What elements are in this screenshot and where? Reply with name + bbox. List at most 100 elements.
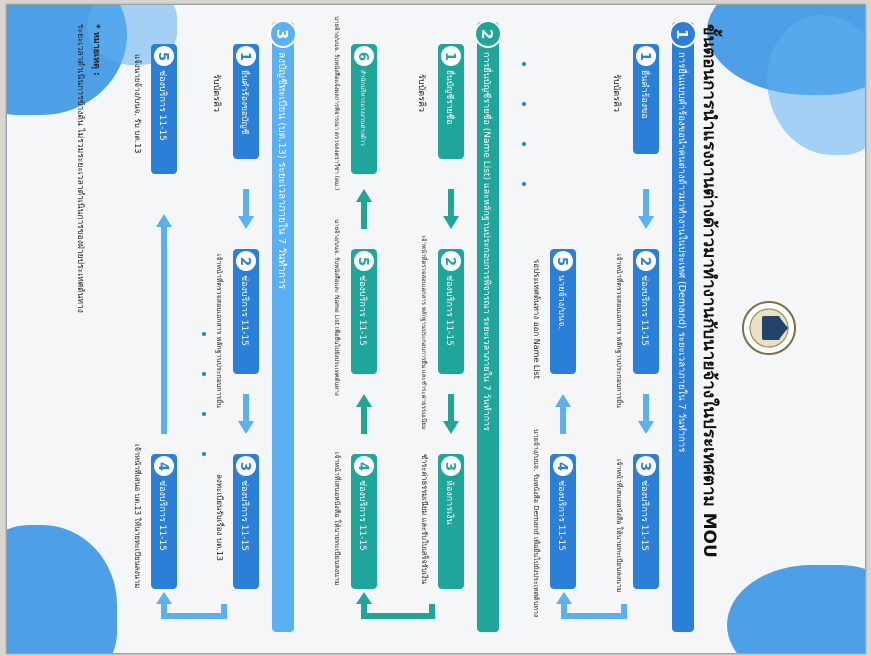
s3-step-1-num: 1 [237, 52, 252, 61]
section-3: 3 ลงบัญชีทะเบียน (บต.13) ระยะเวลาภายใน 7… [133, 20, 297, 632]
s1-step-2-label: ช่องบริการ 11-15 [639, 275, 650, 346]
s2-step-6-label: สำนักบริหารแรงงานต่างด้าว [359, 70, 367, 146]
s3-step-4-label: ช่องบริการ 11-15 [157, 480, 168, 551]
s3-step-3-sub: ลงทะเบียนรับเรื่อง บต.13 [215, 474, 226, 561]
s2-uturn-arrow-head [356, 592, 372, 604]
s2-step-1-sub: รับบัตรคิว [416, 74, 427, 112]
section-2: 2 การยื่นบัญชีรายชื่อ (Name List) และหลั… [333, 16, 502, 632]
s2-step-5-label: ช่องบริการ 11-15 [357, 275, 368, 346]
section-2-number: 2 [478, 29, 496, 39]
s1-step-4: 4 ช่องบริการ 11-15 นายจ้าง/บนจ. รับหนังส… [532, 429, 576, 617]
s1-step-3-label: ช่องบริการ 11-15 [639, 480, 650, 551]
section-1: 1 การยื่นแบบคำร้องขอนำคนต่างด้าวมาทำงานใ… [522, 20, 697, 632]
s1-step-4-label: ช่องบริการ 11-15 [556, 480, 567, 551]
s2-step-5-num: 5 [355, 257, 370, 266]
s2-step-5-sub: นายจ้าง/บนจ. รับหนังสือและ Name List เพื… [333, 219, 341, 396]
s3-step-4-num: 4 [155, 462, 170, 471]
s1-uturn-arrow [561, 602, 627, 619]
s3-step-5-num: 5 [155, 52, 170, 61]
s1-step-3-sub: เจ้าหน้าที่เสนอหนังสือ ให้นายทะเบียนลงนา… [615, 459, 624, 593]
s1-step-5-label: นายจ้าง/บนจ. [556, 275, 567, 329]
section-3-number-badge [269, 20, 297, 48]
s3-step-3: 3 ช่องบริการ 11-15 ลงทะเบียนรับเรื่อง บต… [215, 454, 259, 589]
s2-step-4-num: 4 [355, 462, 370, 471]
s1-uturn-arrow-head [556, 592, 572, 604]
s2-step-1: 1 ยื่นบัญชีรายชื่อ รับบัตรคิว [416, 44, 464, 159]
document-title: ขั้นตอนการนำแรงงานต่างด้าวมาทำงานกับนายจ… [699, 24, 723, 558]
s2-arrow-5-6-head [356, 189, 372, 202]
s3-arrow-2-3-head [238, 421, 254, 434]
s1-step-4-sub: นายจ้าง/บนจ. รับหนังสือ Demand เพื่อยื่น… [532, 429, 541, 617]
s1-arrow-1-2-head [638, 216, 654, 229]
s2-step-2-label: ช่องบริการ 11-15 [444, 275, 455, 346]
section-2-number-badge [474, 20, 502, 48]
s1-step-1: 1 ยื่นคำร้องขอ รับบัตรคิว [611, 44, 659, 154]
s3-step-1-label: ยื่นคำร้องขอบัญชี [239, 70, 251, 135]
s1-step-1-num: 1 [637, 52, 652, 61]
section-1-header-bar [672, 22, 694, 632]
s2-step-3: 3 ห้องการเงิน ชำระค่าธรรมเนียม และรับใบเ… [420, 454, 464, 589]
s1-step-1-label: ยื่นคำร้องขอ [639, 70, 652, 119]
s2-step-2-sub: เจ้าหน้าที่ตรวจสอบเอกสาร หลักฐานประกอบกา… [420, 236, 428, 430]
s1-step-5: 5 นายจ้าง/บนจ. รอประเทศต้นทาง ออก Name L… [532, 249, 576, 379]
s2-step-3-label: ห้องการเงิน [444, 480, 455, 525]
s3-step-5-label: ช่องบริการ 11-15 [157, 70, 168, 141]
s2-step-5: 5 ช่องบริการ 11-15 นายจ้าง/บนจ. รับหนังส… [333, 219, 377, 396]
section-1-number: 1 [673, 29, 691, 39]
s1-step-5-num: 5 [554, 257, 569, 266]
s2-step-2: 2 ช่องบริการ 11-15 เจ้าหน้าที่ตรวจสอบเอก… [420, 236, 464, 430]
footnote-text: ระยะเวลาดำเนินการข้างต้น ไม่รวมระยะเวลาด… [75, 24, 86, 313]
s2-step-3-num: 3 [442, 462, 457, 471]
section-3-title: ลงบัญชีทะเบียน (บต.13) ระยะเวลาภายใน 7 ว… [276, 52, 288, 290]
s3-step-5-sub: แจ้งนายจ้าง/บนจ. รับ บต.13 [133, 54, 142, 153]
s1-step-4-num: 4 [554, 462, 569, 471]
s2-step-4-sub: เจ้าหน้าที่เสนอหนังสือ ให้นายทะเบียนลงนา… [333, 452, 342, 586]
s2-step-3-sub: ชำระค่าธรรมเนียม และรับใบเสร็จรับเงิน [420, 454, 430, 584]
s1-step-2-num: 2 [637, 257, 652, 266]
ministry-logo [742, 301, 796, 355]
s2-step-4-label: ช่องบริการ 11-15 [357, 480, 368, 551]
s3-step-1-sub: รับบัตรคิว [211, 74, 222, 112]
section-2-header-bar [477, 22, 499, 632]
section-1-title: การยื่นแบบคำร้องขอนำคนต่างด้าวมาทำงานในป… [676, 52, 689, 452]
s2-arrow-4-5-head [356, 394, 372, 407]
s1-step-2-sub: เจ้าหน้าที่ตรวจสอบเอกสาร หลักฐานประกอบกา… [615, 254, 624, 408]
s3-step-2-label: ช่องบริการ 11-15 [239, 275, 250, 346]
s3-step-1: 1 ยื่นคำร้องขอบัญชี รับบัตรคิว [211, 44, 259, 159]
s3-step-2: 2 ช่องบริการ 11-15 เจ้าหน้าที่ตรวจสอบเอก… [215, 249, 259, 408]
s3-arrow-1-2-head [238, 216, 254, 229]
s2-step-6-num: 6 [355, 52, 370, 61]
section-1-number-badge [669, 20, 697, 48]
s1-arrow-2-3-head [638, 421, 654, 434]
s3-step-2-num: 2 [237, 257, 252, 266]
document-sheet: ขั้นตอนการนำแรงงานต่างด้าวมาทำงานกับนายจ… [6, 4, 866, 654]
section-3-header-bar [272, 22, 294, 632]
s3-uturn-arrow-head [156, 592, 172, 604]
s2-step-1-label: ยื่นบัญชีรายชื่อ [444, 70, 456, 124]
s3-step-3-num: 3 [237, 462, 252, 471]
s1-step-3-num: 3 [637, 462, 652, 471]
section-2-title: การยื่นบัญชีรายชื่อ (Name List) และหลักฐ… [481, 52, 494, 431]
s2-uturn-arrow [361, 602, 435, 619]
s3-step-3-label: ช่องบริการ 11-15 [239, 480, 250, 551]
s2-step-6: 6 สำนักบริหารแรงงานต่างด้าว นายจ้าง/บนจ.… [333, 16, 377, 190]
s1-step-5-sub: รอประเทศต้นทาง ออก Name List [532, 259, 541, 379]
s2-arrow-2-3-head [443, 421, 459, 434]
s2-step-6-sub: นายจ้าง/บนจ. รับหนังสือแจ้งผลการพิจารณา … [333, 16, 341, 190]
s3-step-4: 4 ช่องบริการ 11-15 เจ้าหน้าที่เสนอ บต.13… [133, 444, 177, 589]
s3-arrow-4-5-head [156, 214, 172, 227]
s2-step-1-num: 1 [442, 52, 457, 61]
section-3-number: 3 [273, 29, 291, 39]
s3-step-4-sub: เจ้าหน้าที่เสนอ บต.13 ให้นายทะเบียนลงนาม [133, 444, 143, 588]
s3-uturn-arrow [161, 602, 227, 619]
s2-step-2-num: 2 [442, 257, 457, 266]
s3-step-2-sub: เจ้าหน้าที่ตรวจสอบเอกสาร หลักฐานประกอบกา… [215, 254, 224, 408]
s3-step-5: 5 ช่องบริการ 11-15 แจ้งนายจ้าง/บนจ. รับ … [133, 44, 177, 174]
s1-step-2: 2 ช่องบริการ 11-15 เจ้าหน้าที่ตรวจสอบเอก… [615, 249, 659, 408]
s1-step-3: 3 ช่องบริการ 11-15 เจ้าหน้าที่เสนอหนังสื… [615, 454, 659, 593]
s1-step-1-sub: รับบัตรคิว [611, 74, 622, 112]
s1-arrow-4-5-head [555, 394, 571, 407]
footnote-marker: * หมายเหตุ : [91, 24, 101, 76]
s2-step-4: 4 ช่องบริการ 11-15 เจ้าหน้าที่เสนอหนังสื… [333, 452, 377, 589]
document-content: ขั้นตอนการนำแรงงานต่างด้าวมาทำงานกับนายจ… [75, 16, 796, 632]
